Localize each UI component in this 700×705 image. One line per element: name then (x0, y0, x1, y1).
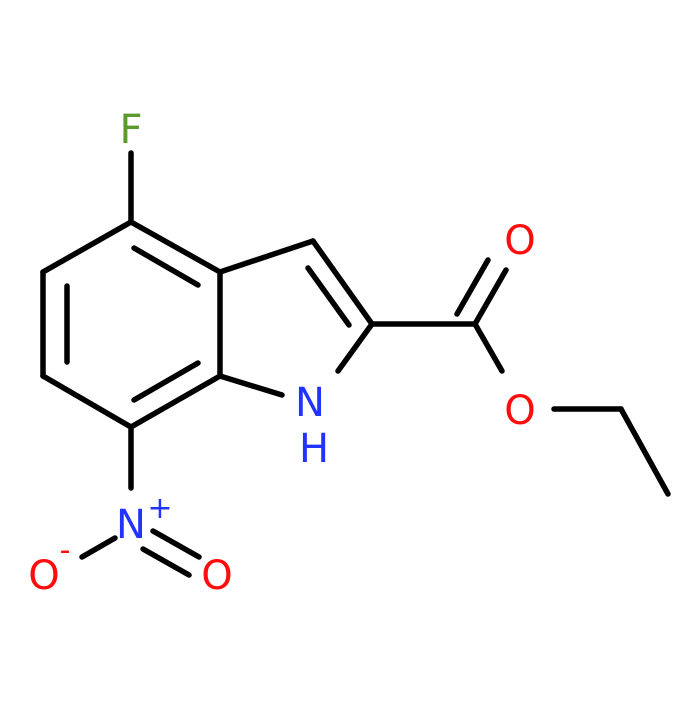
bond-c3-c2-inner (305, 265, 352, 328)
atom-label-ester-o: O (504, 388, 535, 434)
bond-c3a-c4-inner (131, 245, 201, 288)
bond-nitro-n-o-minus (79, 535, 118, 560)
atom-label-nitro-n: N (116, 502, 146, 548)
charge-minus: - (60, 533, 71, 568)
bond-nitro-n-o-double-a (150, 528, 202, 560)
bond-c4-c5 (40, 219, 134, 275)
bond-c2-n1 (335, 321, 375, 374)
atom-label-nh-n: N (295, 380, 325, 426)
bond-c3-c2 (310, 238, 375, 327)
bond-c3a-c4 (128, 219, 223, 275)
bond-c6-c7 (40, 373, 134, 430)
bond-c7-c7a-inner (131, 360, 201, 403)
bond-ch2-ch3 (618, 406, 671, 497)
bond-carbonyl-c-o-a (472, 267, 509, 327)
atom-label-carbonyl-o: O (504, 218, 535, 264)
atom-label-nitro-o-minus: O (28, 553, 59, 599)
bond-c3a-c3 (217, 238, 316, 275)
bond-nitro-n-o-double-b (140, 546, 192, 578)
bond-n1-c7a (217, 373, 285, 398)
bond-carbonyl-c-o-b (454, 257, 491, 317)
bond-carbonyl-c-ester-o (472, 321, 505, 374)
atom-label-f: F (119, 107, 142, 153)
atom-label-nitro-o: O (201, 553, 232, 599)
bond-c7-c7a (128, 373, 223, 430)
atom-label-nh-h: H (299, 426, 329, 472)
charge-plus: + (147, 491, 172, 526)
